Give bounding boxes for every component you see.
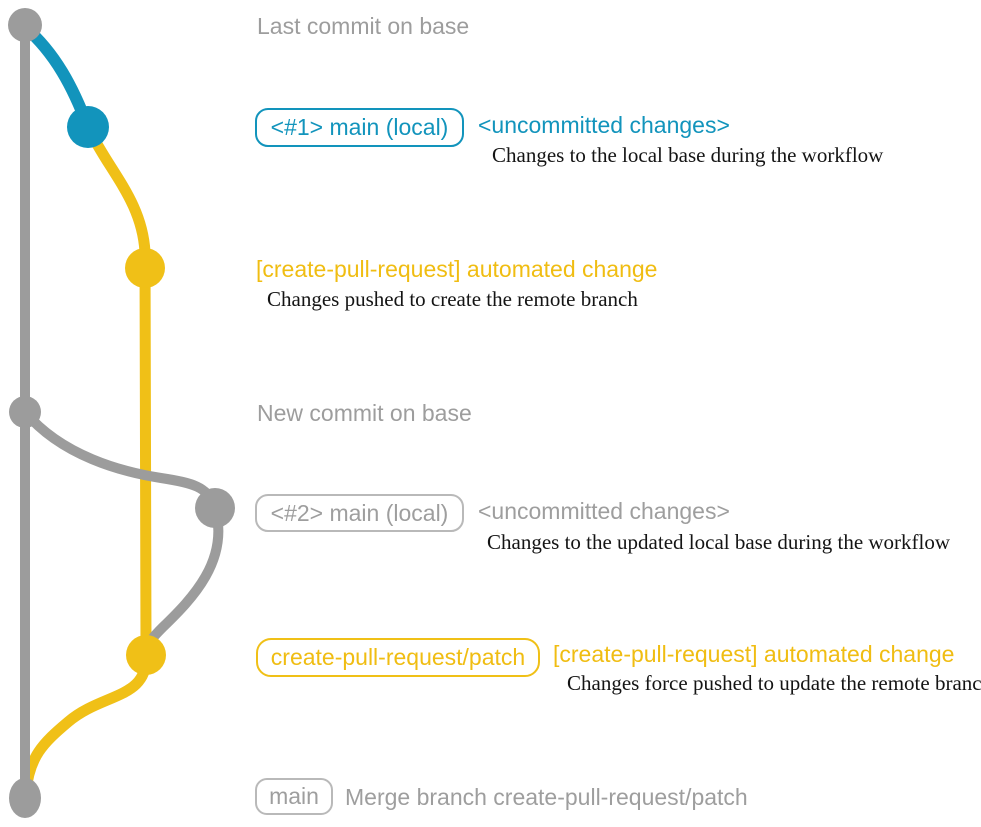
commit-caption-uncommitted-2: Changes to the updated local base during… [487,530,951,554]
branch-curve-patch-upper [82,121,152,654]
commit-title-merge: Merge branch create-pull-request/patch [345,784,748,810]
commit-node-automated-change-2 [126,635,166,675]
commit-node-new-base [9,396,41,428]
heading-new-commit-on-base: New commit on base [257,400,472,426]
commit-title-automated-1: [create-pull-request] automated change [256,256,658,282]
commit-caption-automated-2: Changes force pushed to update the remot… [567,671,981,695]
branch-curve-updated-local-in [142,503,224,658]
commit-node-local-main-1 [67,106,109,148]
commit-caption-uncommitted-1: Changes to the local base during the wor… [492,143,884,167]
branch-badge-create-pull-request-patch: create-pull-request/patch [256,638,540,677]
branch-badge-main: main [255,778,333,815]
commit-node-local-main-2 [195,488,235,528]
commit-node-automated-change-1 [125,248,165,288]
commit-node-last-base [8,8,42,42]
commit-title-uncommitted-1: <uncommitted changes> [478,112,730,138]
commit-node-merge [9,778,41,818]
heading-last-commit-on-base: Last commit on base [257,13,470,39]
branch-badge-main-local-2: <#2> main (local) [255,494,464,532]
commit-title-automated-2: [create-pull-request] automated change [553,641,955,667]
branch-badge-main-local-1: <#1> main (local) [255,108,464,147]
commit-caption-automated-1: Changes pushed to create the remote bran… [267,287,638,311]
commit-title-uncommitted-2: <uncommitted changes> [478,498,730,524]
branch-curve-patch-merge [20,646,152,798]
branch-curve-updated-local-out [20,407,220,510]
